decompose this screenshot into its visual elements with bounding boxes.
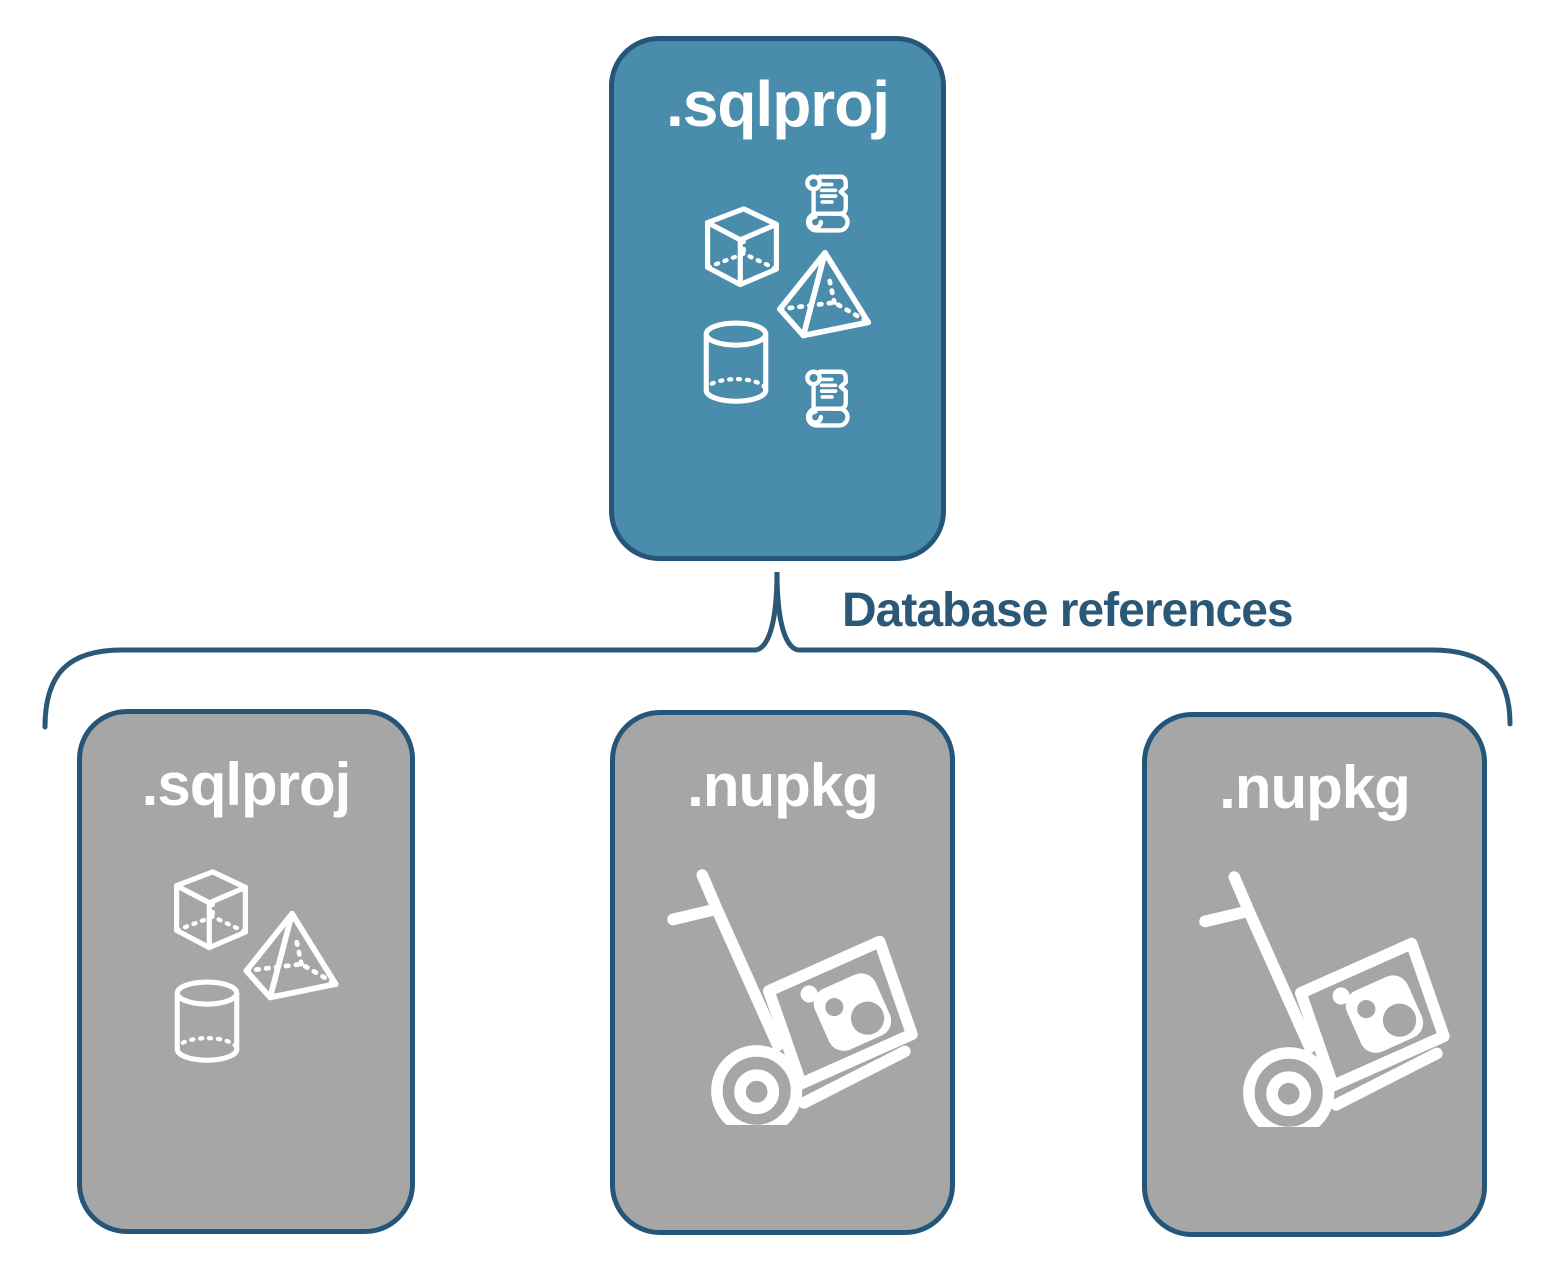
node-child-title: .sqlproj	[141, 751, 352, 818]
node-child-nupkg-1: .nupkg	[610, 710, 955, 1235]
script-scroll-icon	[798, 172, 854, 248]
connector-label: Database references	[842, 584, 1294, 637]
node-child-nupkg-2: .nupkg	[1142, 712, 1487, 1237]
cylinder-icon	[702, 319, 770, 407]
pyramid-icon	[776, 249, 874, 343]
cube-icon	[699, 201, 785, 289]
node-child-sqlproj: .sqlproj	[77, 709, 415, 1234]
node-child-title: .nupkg	[687, 752, 879, 819]
pyramid-icon	[242, 910, 342, 1005]
package-dolly-icon	[665, 863, 927, 1125]
node-root-title: .sqlproj	[665, 68, 890, 140]
cylinder-icon	[173, 978, 241, 1066]
package-dolly-icon	[1197, 865, 1459, 1127]
node-child-title: .nupkg	[1219, 754, 1411, 821]
script-scroll-icon	[798, 367, 854, 443]
node-root-sqlproj: .sqlproj	[609, 36, 946, 561]
